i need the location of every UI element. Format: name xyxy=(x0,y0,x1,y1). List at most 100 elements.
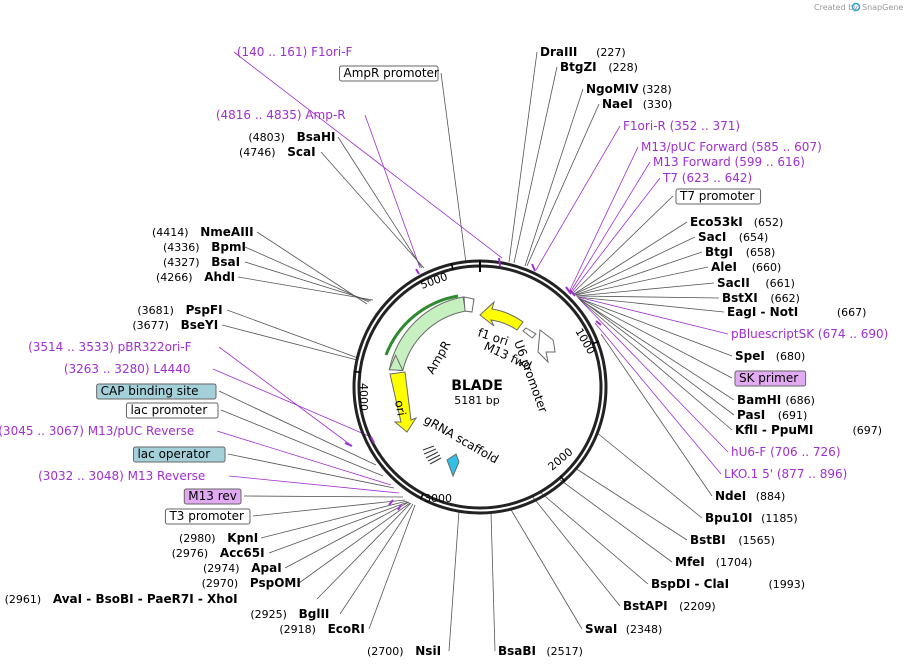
feature-box-label: AmpR promoter xyxy=(344,66,439,80)
primer-label: M13 Forward (599 .. 616) xyxy=(653,155,805,169)
tick-label: 3000 xyxy=(424,492,452,505)
leader-line xyxy=(577,297,733,357)
leader-line xyxy=(600,333,713,497)
enzyme-name: MfeI xyxy=(675,555,705,569)
enzyme-position: (2976) xyxy=(172,547,209,560)
primer-label: (140 .. 161) F1ori-F xyxy=(237,45,353,59)
leader-line xyxy=(243,495,404,498)
enzyme-position: (4336) xyxy=(163,241,200,254)
leader-line xyxy=(570,161,651,292)
leader-line xyxy=(580,300,729,453)
primer-label: hU6-F (706 .. 726) xyxy=(731,445,841,459)
plasmid-name: BLADE xyxy=(451,378,503,394)
leader-line xyxy=(558,478,673,563)
credit-text: Created by xyxy=(814,3,858,12)
tick-mark xyxy=(559,475,566,482)
primer-label: T7 (623 .. 642) xyxy=(662,171,752,185)
ampr-promoter-feature[interactable] xyxy=(463,296,475,313)
leader-line xyxy=(571,177,661,293)
ampr-arrow-icon xyxy=(388,354,404,372)
leader-line xyxy=(579,299,733,431)
leader-line xyxy=(531,495,621,607)
primer-marks xyxy=(344,257,602,511)
lac-region-features xyxy=(422,445,442,465)
enzyme-position: (4746) xyxy=(239,146,276,159)
enzyme-name: AhdI xyxy=(204,270,235,284)
ori-feature[interactable] xyxy=(389,371,418,433)
enzyme-name: SwaI xyxy=(585,622,617,636)
feature-box xyxy=(132,446,226,463)
enzyme-name: BspDI - ClaI xyxy=(651,577,729,591)
leader-line xyxy=(268,501,409,554)
feature-box-label: M13 rev xyxy=(188,489,237,503)
leader-line xyxy=(364,114,421,269)
enzyme-position: (667) xyxy=(837,306,867,319)
feature-box xyxy=(164,508,251,525)
u6-promoter-feature[interactable] xyxy=(537,329,556,364)
feature-box-label: lac operator xyxy=(137,447,210,461)
enzyme-position: (330) xyxy=(643,98,673,111)
enzyme-name: EagI - NotI xyxy=(727,305,798,319)
enzyme-name: BtgI xyxy=(705,245,733,259)
enzyme-position: (2209) xyxy=(679,600,716,613)
feature-box-label: T3 promoter xyxy=(168,509,244,523)
leader-line xyxy=(218,390,377,466)
grna-scaffold-feature[interactable] xyxy=(446,453,460,478)
enzyme-position: (2348) xyxy=(626,623,663,636)
enzyme-name: SacII xyxy=(717,276,750,290)
feature-box xyxy=(96,383,217,400)
enzyme-name: NgoMIV xyxy=(586,82,639,96)
primer-tick xyxy=(498,257,501,267)
primer-tick xyxy=(370,436,375,444)
enzyme-name: BsaBI xyxy=(498,644,536,658)
enzyme-name: BglII xyxy=(299,607,330,621)
feature-box-label: T7 promoter xyxy=(679,189,755,203)
enzyme-position: (658) xyxy=(746,246,776,259)
tick-mark xyxy=(353,370,361,374)
enzyme-position: (1185) xyxy=(761,512,798,525)
enzyme-position: (228) xyxy=(608,61,638,74)
feature-box-label: CAP binding site xyxy=(101,384,199,398)
enzyme-name: NsiI xyxy=(415,644,441,658)
leader-line xyxy=(221,324,358,361)
f1-ori-feature[interactable] xyxy=(479,300,524,331)
primer-tick xyxy=(397,504,402,511)
enzyme-name: AvaI - BsoBI - PaeR7I - XhoI xyxy=(53,592,238,606)
leader-line xyxy=(595,431,703,519)
enzyme-name: BamHI xyxy=(737,393,781,407)
leader-line xyxy=(252,499,406,517)
primer-tick xyxy=(531,263,536,272)
tick-mark xyxy=(450,263,454,271)
enzyme-position: (652) xyxy=(754,216,784,229)
leader-line xyxy=(573,221,688,295)
brand-text: SnapGene xyxy=(862,3,903,12)
leader-line xyxy=(218,346,353,447)
snapgene-logo-icon xyxy=(851,2,861,12)
leader-line xyxy=(539,491,649,585)
feature-box-label: SK primer xyxy=(739,371,798,385)
leader-line xyxy=(316,502,412,600)
enzyme-name: BsaHI xyxy=(297,130,336,144)
leader-line xyxy=(212,368,372,438)
enzyme-name: BstBI xyxy=(690,533,726,547)
leader-line xyxy=(513,66,558,264)
primer-label: F1ori-R (352 .. 371) xyxy=(623,119,740,133)
leader-line xyxy=(594,322,722,475)
primer-label: (3045 .. 3067) M13/pUC Reverse xyxy=(0,424,194,438)
primer-tick xyxy=(344,442,353,447)
enzyme-name: BstXI xyxy=(722,291,758,305)
enzyme-position: (1993) xyxy=(769,578,806,591)
enzyme-position: (2517) xyxy=(546,645,583,658)
primer-label: pBluescriptSK (674 .. 690) xyxy=(731,327,888,341)
leader-line xyxy=(574,251,703,296)
enzyme-name: Eco53kI xyxy=(690,215,743,229)
enzyme-name: BstAPI xyxy=(623,599,668,613)
leader-line xyxy=(244,246,370,303)
leader-line xyxy=(569,146,639,291)
leader-line xyxy=(220,409,384,477)
m13-fwd-feature[interactable] xyxy=(522,327,537,339)
enzyme-position: (2700) xyxy=(367,645,404,658)
leader-line xyxy=(490,511,496,652)
enzyme-name: NmeAIII xyxy=(200,225,253,239)
